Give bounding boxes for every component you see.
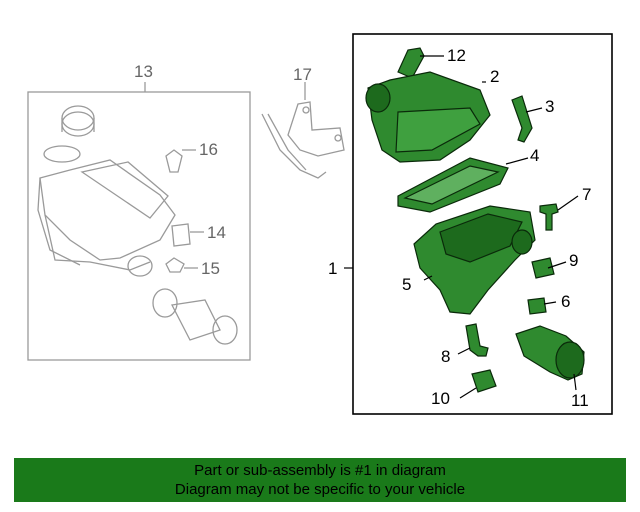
callout-11: 11 bbox=[571, 391, 589, 410]
callout-4: 4 bbox=[530, 146, 539, 165]
bracket-17-ghost bbox=[261, 82, 345, 179]
callout-9: 9 bbox=[569, 251, 578, 270]
part-9-grommet bbox=[531, 257, 555, 279]
part-3-bracket bbox=[511, 95, 533, 143]
part-10-cap bbox=[471, 369, 497, 393]
part-8-fastener bbox=[465, 323, 489, 357]
callout-8: 8 bbox=[441, 347, 450, 366]
part-6-grommet bbox=[527, 297, 547, 315]
callout-1: 1 bbox=[328, 259, 337, 278]
assembly-13-ghost bbox=[27, 82, 251, 361]
assembly-1-parts bbox=[365, 47, 585, 393]
callout-7: 7 bbox=[582, 185, 591, 204]
callout-6: 6 bbox=[561, 292, 570, 311]
bolt-16-ghost bbox=[165, 149, 183, 173]
info-banner: Part or sub-assembly is #1 in diagram Di… bbox=[14, 458, 626, 502]
assembly-13-frame bbox=[27, 91, 251, 361]
banner-line-2: Diagram may not be specific to your vehi… bbox=[174, 481, 466, 498]
callout-13: 13 bbox=[134, 62, 153, 81]
callout-16: 16 bbox=[199, 140, 218, 159]
callout-14: 14 bbox=[207, 223, 226, 242]
callout-labels: 1 2 3 4 5 6 7 8 9 10 11 12 13 14 15 16 1… bbox=[134, 46, 591, 410]
callout-3: 3 bbox=[545, 97, 554, 116]
nut-15-ghost bbox=[165, 257, 185, 273]
leader-lines bbox=[420, 55, 579, 399]
callout-15: 15 bbox=[201, 259, 220, 278]
callout-5: 5 bbox=[402, 275, 411, 294]
assembly-1-frame bbox=[352, 33, 613, 415]
callout-12: 12 bbox=[447, 46, 466, 65]
callout-17: 17 bbox=[293, 65, 312, 84]
clip-14-ghost bbox=[171, 223, 191, 247]
banner-line-1: Part or sub-assembly is #1 in diagram bbox=[194, 462, 446, 479]
part-7-bolt bbox=[539, 203, 559, 231]
callout-10: 10 bbox=[431, 389, 450, 408]
callout-2: 2 bbox=[490, 67, 499, 86]
